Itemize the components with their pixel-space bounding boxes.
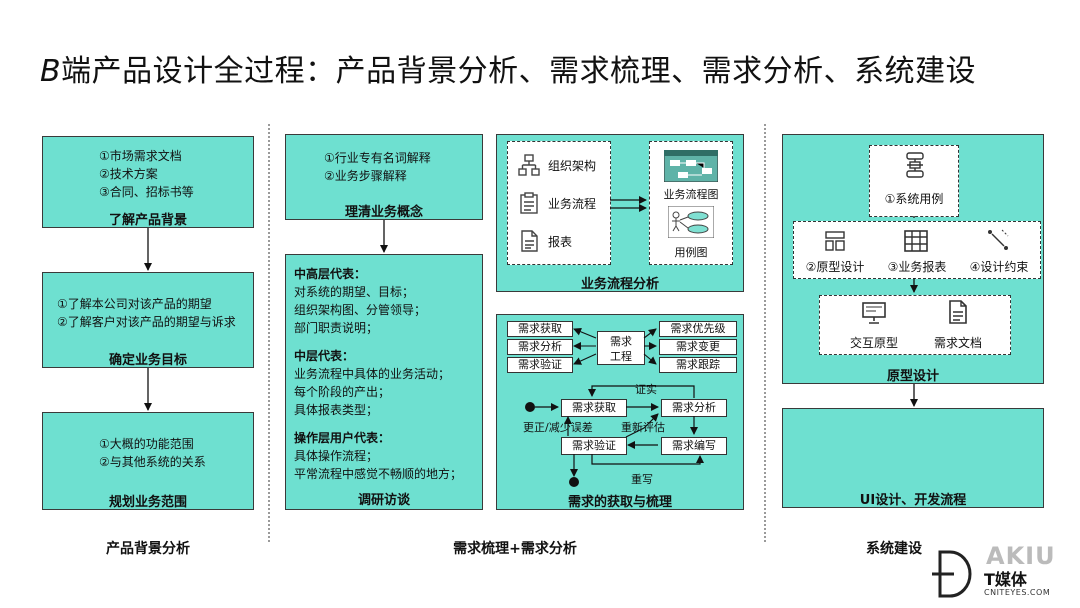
box-prototype-design: ①系统用例 ②原型设计 ③业务报表 ④设计约束 交互原型 需求文档 原型设计 xyxy=(782,134,1044,384)
req-left-item: 需求获取 xyxy=(507,321,573,337)
usecase-label: ①系统用例 xyxy=(884,192,944,206)
box-title: 需求的获取与梳理 xyxy=(567,495,672,510)
box-line: ①大概的功能范围 xyxy=(99,437,194,451)
box-line: ②技术方案 xyxy=(99,167,158,181)
outputs-group: 业务流程图 用例图 xyxy=(649,141,733,265)
group-item: 平常流程中感觉不畅顺的地方； xyxy=(294,467,463,481)
watermark-brand: T媒体 xyxy=(984,570,1027,589)
group-item: 组织架构图、分管领导； xyxy=(294,303,427,317)
table-grid-icon xyxy=(904,230,928,252)
design-item-label: ④设计约束 xyxy=(969,260,1029,274)
usecase-diagram-icon xyxy=(668,206,714,238)
req-left-item: 需求分析 xyxy=(507,339,573,355)
box-title: 理清业务概念 xyxy=(344,205,423,220)
box-ui-development: UI设计、开发流程 xyxy=(782,408,1044,508)
box-line: ①了解本公司对该产品的期望 xyxy=(57,297,212,311)
box-line: ②与其他系统的关系 xyxy=(99,455,206,469)
constraint-line-icon xyxy=(988,229,1009,250)
box-flow-analysis: 组织架构 业务流程 报表 业务流程图 用例图 业务流程分析 xyxy=(496,134,744,292)
group-item: 业务流程中具体的业务活动； xyxy=(294,367,451,381)
box-requirement-gathering: 需求获取 需求分析 需求验证 需求 工程 需求优先级 需求变更 需求跟踪 证实 … xyxy=(496,314,744,510)
monitor-icon xyxy=(862,302,886,324)
req-engineering-node: 需求 工程 xyxy=(597,331,645,365)
section-label-background: 产品背景分析 xyxy=(106,541,190,557)
inputs-group: 组织架构 业务流程 报表 xyxy=(507,141,611,265)
req-right-item: 需求变更 xyxy=(659,339,737,355)
title-text: 端产品设计全过程：产品背景分析、需求梳理、需求分析、系统建设 xyxy=(61,54,977,89)
column-divider-1 xyxy=(268,124,270,542)
design-item-label: ②原型设计 xyxy=(805,260,865,274)
flow-label-rewrite: 重写 xyxy=(631,473,653,486)
input-item-label: 报表 xyxy=(548,234,573,249)
group-item: 对系统的期望、目标； xyxy=(294,285,415,299)
flow-node-acquire: 需求获取 xyxy=(561,399,627,417)
box-title: UI设计、开发流程 xyxy=(859,493,967,508)
group-head: 中层代表： xyxy=(294,349,355,363)
box-title: 调研访谈 xyxy=(357,493,410,508)
input-item-label: 业务流程 xyxy=(548,196,597,211)
box-line: ③合同、招标书等 xyxy=(99,185,194,199)
org-chart-icon xyxy=(518,154,540,176)
design-items-group: ②原型设计 ③业务报表 ④设计约束 xyxy=(793,221,1041,279)
deliverables-group: 交互原型 需求文档 xyxy=(819,295,1011,355)
output-item-label: 用例图 xyxy=(674,246,708,259)
title-prefix: B xyxy=(40,54,62,89)
box-line: ①行业专有名词解释 xyxy=(324,151,431,165)
report-document-icon xyxy=(521,230,538,252)
group-head: 中高层代表： xyxy=(294,267,367,281)
box-business-goal: ①了解本公司对该产品的期望 ②了解客户对该产品的期望与诉求 确定业务目标 xyxy=(42,272,254,368)
box-business-concepts: ①行业专有名词解释 ②业务步骤解释 理清业务概念 xyxy=(285,134,483,220)
watermark-text: AKIU xyxy=(986,542,1056,570)
group-head: 操作层用户代表： xyxy=(294,431,391,445)
box-title: 原型设计 xyxy=(886,369,939,384)
box-business-scope: ①大概的功能范围 ②与其他系统的关系 规划业务范围 xyxy=(42,412,254,510)
flow-label-reduce: 更正/减少误差 xyxy=(523,421,593,434)
req-right-item: 需求优先级 xyxy=(659,321,737,337)
box-product-background: ①市场需求文档 ②技术方案 ③合同、招标书等 了解产品背景 xyxy=(42,136,254,228)
document-icon xyxy=(949,300,967,324)
column-divider-2 xyxy=(764,124,766,542)
usecase-flow-icon xyxy=(906,152,924,178)
prototype-layout-icon xyxy=(825,231,845,251)
group-item: 部门职责说明； xyxy=(294,321,379,335)
box-title: 了解产品背景 xyxy=(108,213,187,228)
watermark-site: CNITEYES.COM xyxy=(984,588,1051,597)
flow-node-write: 需求编写 xyxy=(661,437,727,455)
box-line: ②业务步骤解释 xyxy=(324,169,407,183)
req-center-line: 工程 xyxy=(610,350,632,363)
deliverable-label: 交互原型 xyxy=(849,336,898,350)
box-interview: 中高层代表： 对系统的期望、目标； 组织架构图、分管领导； 部门职责说明； 中层… xyxy=(285,254,483,510)
flow-label-confirm: 证实 xyxy=(635,383,657,396)
section-label-system: 系统建设 xyxy=(866,541,922,557)
flow-node-verify: 需求验证 xyxy=(561,437,627,455)
box-title: 业务流程分析 xyxy=(580,277,659,292)
flow-label-reevaluate: 重新评估 xyxy=(621,421,665,434)
box-line: ②了解客户对该产品的期望与诉求 xyxy=(57,315,236,329)
box-title: 确定业务目标 xyxy=(108,353,187,368)
flow-node-analyze: 需求分析 xyxy=(661,399,727,417)
req-center-line: 需求 xyxy=(610,335,632,348)
box-title: 规划业务范围 xyxy=(108,495,187,510)
output-item-label: 业务流程图 xyxy=(663,188,719,201)
usecase-group: ①系统用例 xyxy=(869,145,959,217)
group-item: 具体报表类型； xyxy=(294,403,379,417)
flowchart-thumbnail-icon xyxy=(664,150,718,182)
box-line: ①市场需求文档 xyxy=(99,149,182,163)
deliverable-label: 需求文档 xyxy=(933,336,982,350)
watermark-logo xyxy=(932,550,972,598)
group-item: 每个阶段的产出； xyxy=(294,385,391,399)
clipboard-list-icon xyxy=(520,192,538,214)
section-label-requirements: 需求梳理+需求分析 xyxy=(453,541,577,557)
group-item: 具体操作流程； xyxy=(294,449,379,463)
req-right-item: 需求跟踪 xyxy=(659,357,737,373)
page-title: B端产品设计全过程：产品背景分析、需求梳理、需求分析、系统建设 xyxy=(40,46,976,90)
input-item-label: 组织架构 xyxy=(548,158,597,173)
design-item-label: ③业务报表 xyxy=(887,260,947,274)
req-left-item: 需求验证 xyxy=(507,357,573,373)
